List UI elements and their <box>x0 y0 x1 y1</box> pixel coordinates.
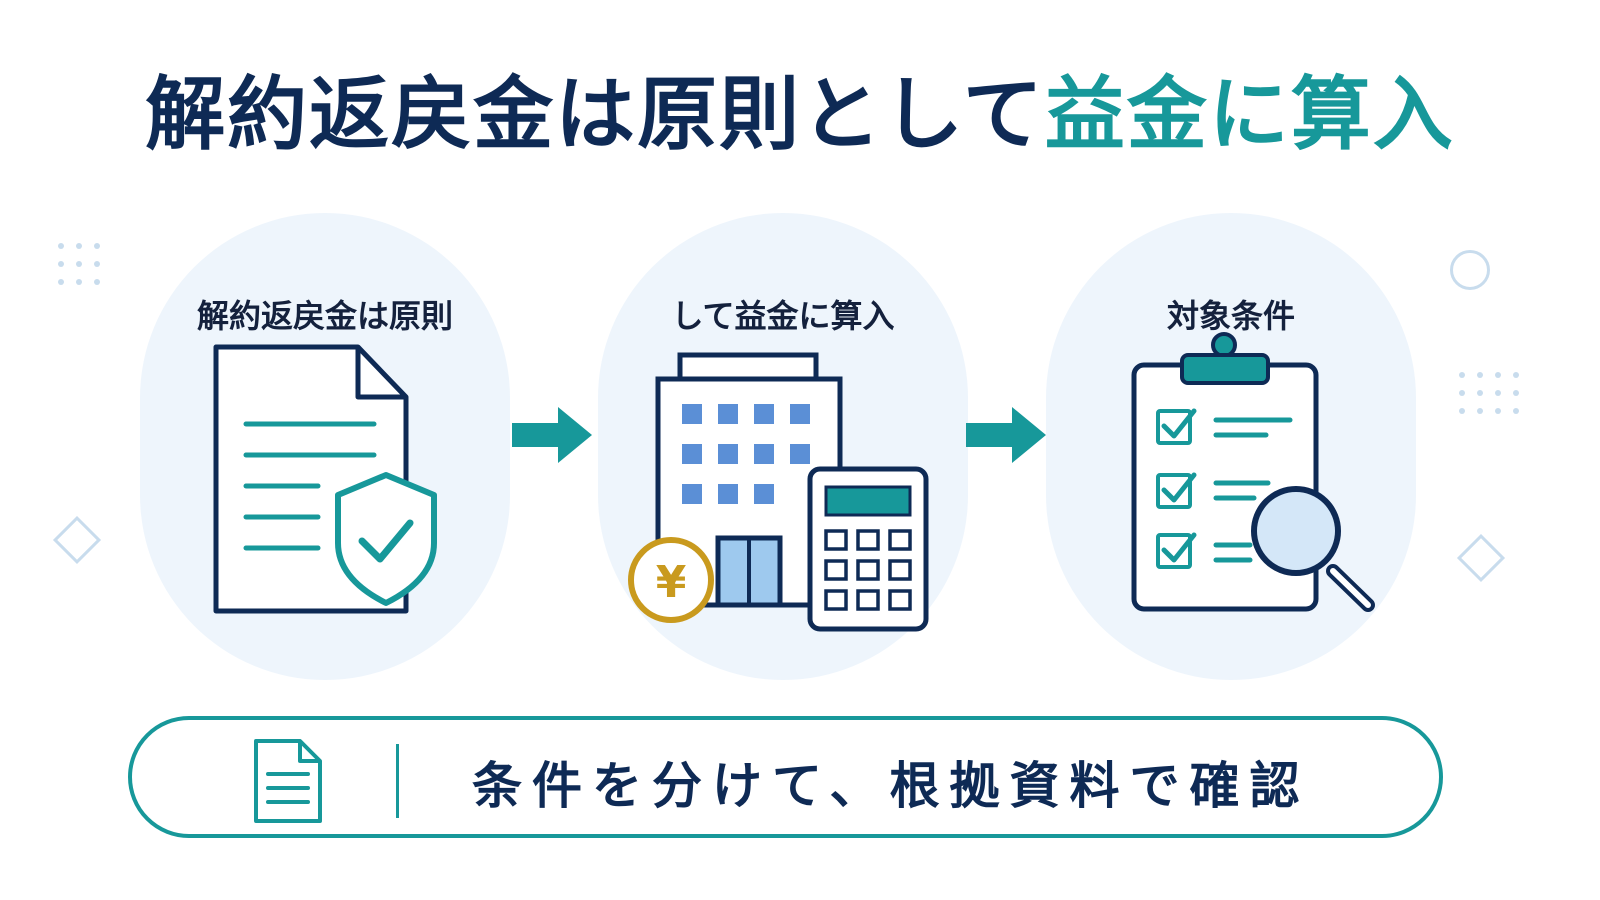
step-1: 解約返戻金は原則 <box>140 213 510 680</box>
document-shield-check-icon <box>213 344 437 614</box>
document-icon <box>254 739 322 823</box>
clipboard-checklist-magnifier-icon <box>1131 332 1375 612</box>
dot-pattern-left <box>58 243 100 285</box>
diamond-decoration-right <box>1456 533 1506 583</box>
step-1-label: 解約返戻金は原則 <box>196 297 453 335</box>
banner-divider <box>396 744 399 818</box>
step-3: 対象条件 <box>1046 213 1416 680</box>
svg-text:¥: ¥ <box>656 557 687 608</box>
ring-decoration <box>1450 250 1490 290</box>
step-2-label: して益金に算入 <box>671 297 895 335</box>
step-3-label: 対象条件 <box>1166 297 1295 335</box>
arrow-right-icon <box>966 407 1046 467</box>
diamond-decoration-left <box>52 515 102 565</box>
title-accent: 益金に算入 <box>1044 68 1455 161</box>
conclusion-banner: 条件を分けて、根拠資料で確認 <box>128 716 1443 838</box>
step-2: して益金に算入 ¥ <box>598 213 968 680</box>
arrow-right-icon <box>512 407 592 467</box>
building-calculator-yen-icon: ¥ <box>628 352 929 632</box>
banner-text: 条件を分けて、根拠資料で確認 <box>472 757 1310 815</box>
title: 解約返戻金は原則として益金に算入 <box>0 50 1600 166</box>
dot-pattern-right <box>1459 372 1519 414</box>
title-main: 解約返戻金は原則として <box>145 68 1045 161</box>
